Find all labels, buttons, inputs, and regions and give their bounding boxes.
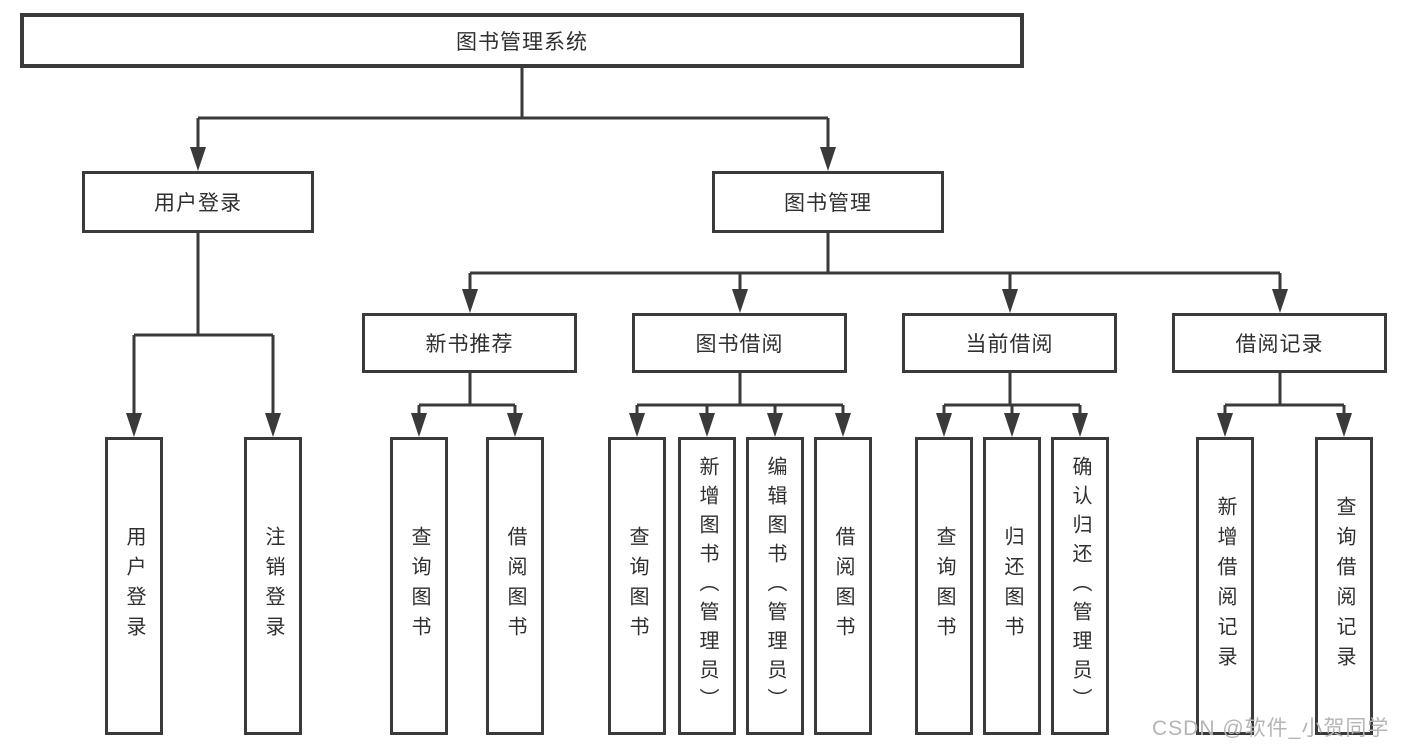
connector-bookmgmt-to-level3 bbox=[462, 233, 1288, 313]
leaf-add-book-admin: 新增图书（管理员） bbox=[678, 437, 736, 735]
leaf-query-book-current: 查询图书 bbox=[915, 437, 973, 735]
node-borrowing-records: 借阅记录 bbox=[1172, 313, 1387, 373]
connector-root-to-level2 bbox=[190, 66, 836, 171]
leaf-return-book: 归还图书 bbox=[983, 437, 1041, 735]
connector-borrow-to-leaves bbox=[629, 373, 851, 437]
leaf-borrow-book-recommend: 借阅图书 bbox=[486, 437, 544, 735]
leaf-add-borrow-record: 新增借阅记录 bbox=[1196, 437, 1254, 735]
leaf-logout: 注销登录 bbox=[244, 437, 302, 735]
node-current-borrowing: 当前借阅 bbox=[902, 313, 1117, 373]
leaf-confirm-return-admin: 确认归还（管理员） bbox=[1051, 437, 1109, 735]
leaf-user-login: 用户登录 bbox=[105, 437, 163, 735]
connector-records-to-leaves bbox=[1217, 373, 1352, 437]
connector-current-to-leaves bbox=[936, 373, 1088, 437]
node-new-book-recommendation: 新书推荐 bbox=[362, 313, 577, 373]
node-book-management: 图书管理 bbox=[712, 171, 944, 233]
leaf-query-book-recommend: 查询图书 bbox=[390, 437, 448, 735]
node-book-borrowing: 图书借阅 bbox=[632, 313, 847, 373]
csdn-watermark: CSDN @软件_小贺同学 bbox=[1152, 717, 1390, 740]
node-user-login: 用户登录 bbox=[82, 171, 314, 233]
leaf-edit-book-admin: 编辑图书（管理员） bbox=[746, 437, 804, 735]
connector-login-to-leaves bbox=[126, 233, 281, 437]
leaf-borrow-book: 借阅图书 bbox=[814, 437, 872, 735]
leaf-query-borrow-record: 查询借阅记录 bbox=[1315, 437, 1373, 735]
connector-newbook-to-leaves bbox=[411, 373, 523, 437]
leaf-query-book-borrow: 查询图书 bbox=[608, 437, 666, 735]
node-library-system: 图书管理系统 bbox=[20, 13, 1024, 68]
